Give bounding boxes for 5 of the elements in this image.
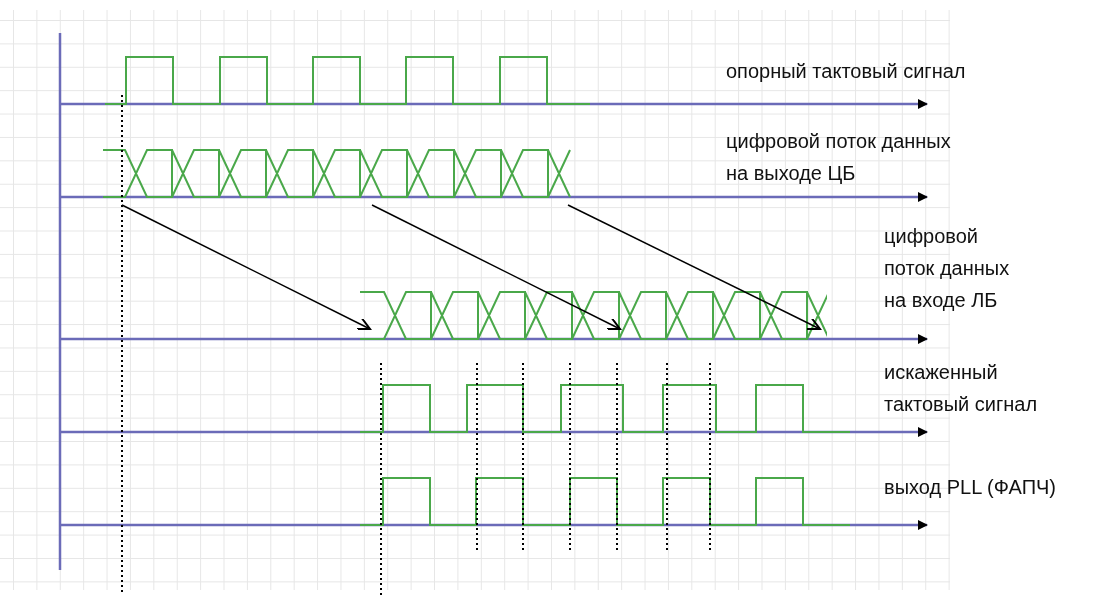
signal-label: цифровой поток данных на входе ЛБ <box>884 224 1011 313</box>
signal-label: опорный тактовый сигнал <box>726 59 967 84</box>
signal-label: искаженный тактовый сигнал <box>884 360 1039 417</box>
signal-label: выход PLL (ФАПЧ) <box>884 475 1057 500</box>
signal-label: цифровой поток данных на выходе ЦБ <box>726 129 952 186</box>
